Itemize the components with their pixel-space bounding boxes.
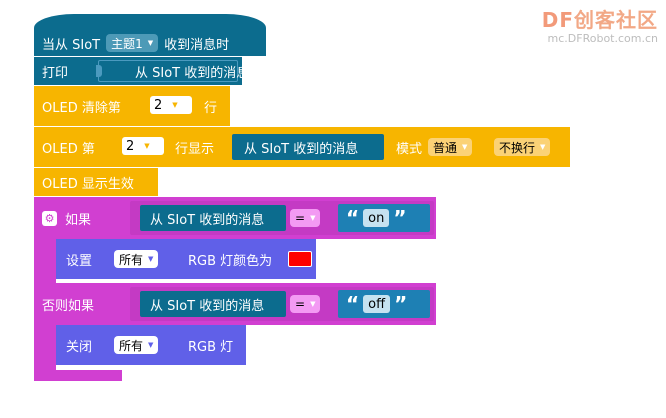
mode-label: 模式 <box>396 141 423 157</box>
elseif-operator-value: = <box>295 297 306 311</box>
oled-clear-block[interactable]: OLED 清除第 2▼ 行 <box>34 86 230 126</box>
if-message-reporter[interactable]: 从 SIoT 收到的消息 <box>140 205 286 231</box>
siot-message-reporter[interactable]: 从 SIoT 收到的消息 <box>98 60 249 82</box>
off-target-value: 所有 <box>119 338 144 353</box>
chevron-down-icon: ▼ <box>462 143 468 151</box>
chevron-down-icon: ▼ <box>540 143 546 151</box>
chevron-down-icon: ▼ <box>310 300 316 308</box>
set-rgb-block[interactable]: 设置 所有 ▼ RGB 灯颜色为 <box>56 239 316 279</box>
elseif-string-value[interactable]: off <box>363 295 391 313</box>
elseif-message-label: 从 SIoT 收到的消息 <box>150 298 265 314</box>
row-dropdown[interactable]: 2▼ <box>150 96 192 114</box>
off-suffix: RGB 灯 <box>188 339 234 355</box>
chevron-down-icon: ▼ <box>310 214 316 222</box>
row-value: 2 <box>154 97 163 113</box>
show-message-label: 从 SIoT 收到的消息 <box>244 141 359 157</box>
oled-clear-label: OLED 清除第 <box>42 100 121 116</box>
chevron-down-icon: ▼ <box>148 341 154 349</box>
elseif-operator-dropdown[interactable]: =▼ <box>290 295 321 313</box>
topic-value: 主题1 <box>111 36 143 51</box>
gear-icon[interactable]: ⚙ <box>42 210 57 226</box>
oled-clear-suffix: 行 <box>204 100 218 116</box>
elseif-string-block[interactable]: “ off ” <box>338 290 430 318</box>
if-label: 如果 <box>65 212 92 228</box>
hat-suffix: 收到消息时 <box>164 37 230 53</box>
off-rgb-block[interactable]: 关闭 所有 ▼ RGB 灯 <box>56 325 246 365</box>
logo: DF创客社区 mc.DFRobot.com.cn <box>542 4 658 45</box>
print-block[interactable]: 打印 从 SIoT 收到的消息 <box>34 57 249 85</box>
if-message-label: 从 SIoT 收到的消息 <box>150 212 265 228</box>
set-target-value: 所有 <box>119 252 144 267</box>
set-suffix: RGB 灯颜色为 <box>188 253 273 269</box>
print-label: 打印 <box>42 65 69 81</box>
logo-title: DF创客社区 <box>542 4 658 33</box>
color-swatch[interactable] <box>288 251 312 267</box>
if-operator-dropdown[interactable]: =▼ <box>290 209 321 227</box>
off-label: 关闭 <box>66 339 93 355</box>
show-message-reporter[interactable]: 从 SIoT 收到的消息 <box>232 134 384 160</box>
open-quote-icon: “ <box>346 206 360 230</box>
chevron-down-icon: ▼ <box>147 39 154 47</box>
if-operator-value: = <box>295 211 306 225</box>
open-quote-icon: “ <box>346 292 360 316</box>
siot-message-label: 从 SIoT 收到的消息 <box>135 65 250 81</box>
if-header[interactable]: ⚙ 如果 从 SIoT 收到的消息 =▼ “ on ” <box>34 197 436 239</box>
topic-dropdown[interactable]: 主题1 ▼ <box>106 34 159 52</box>
oled-show-block[interactable]: OLED 第 2▼ 行显示 从 SIoT 收到的消息 模式 普通▼ 不换行▼ <box>34 127 570 167</box>
set-label: 设置 <box>66 253 93 269</box>
oled-apply-label: OLED 显示生效 <box>42 176 134 192</box>
show-row-dropdown[interactable]: 2▼ <box>122 137 164 155</box>
elseif-message-reporter[interactable]: 从 SIoT 收到的消息 <box>140 291 286 317</box>
mode-value: 普通 <box>433 140 458 155</box>
if-string-block[interactable]: “ on ” <box>338 204 430 232</box>
logo-url: mc.DFRobot.com.cn <box>547 32 658 45</box>
close-quote-icon: ” <box>394 292 408 316</box>
chevron-down-icon: ▼ <box>172 101 178 109</box>
wrap-dropdown[interactable]: 不换行 ▼ <box>494 138 551 156</box>
show-row-value: 2 <box>126 138 135 154</box>
logo-df: DF <box>541 8 574 32</box>
hat-prefix: 当从 SIoT <box>42 37 101 53</box>
logo-cn: 创客社区 <box>574 8 658 32</box>
input-notch <box>96 65 102 77</box>
wrap-value: 不换行 <box>499 140 536 155</box>
oled-apply-block[interactable]: OLED 显示生效 <box>34 168 158 196</box>
mode-dropdown[interactable]: 普通 ▼ <box>428 138 473 156</box>
elseif-header[interactable]: 否则如果 从 SIoT 收到的消息 =▼ “ off ” <box>34 283 436 325</box>
chevron-down-icon: ▼ <box>144 142 150 150</box>
close-quote-icon: ” <box>393 206 407 230</box>
oled-show-label: OLED 第 <box>42 141 95 157</box>
off-target-dropdown[interactable]: 所有 ▼ <box>114 336 159 354</box>
chevron-down-icon: ▼ <box>148 255 154 263</box>
if-string-value[interactable]: on <box>363 209 390 227</box>
oled-show-mid: 行显示 <box>175 141 215 157</box>
set-target-dropdown[interactable]: 所有 ▼ <box>114 250 159 268</box>
if-block-bottom <box>34 370 122 381</box>
event-hat-content: 当从 SIoT 主题1 ▼ 收到消息时 <box>34 30 266 56</box>
elseif-label: 否则如果 <box>42 298 95 314</box>
